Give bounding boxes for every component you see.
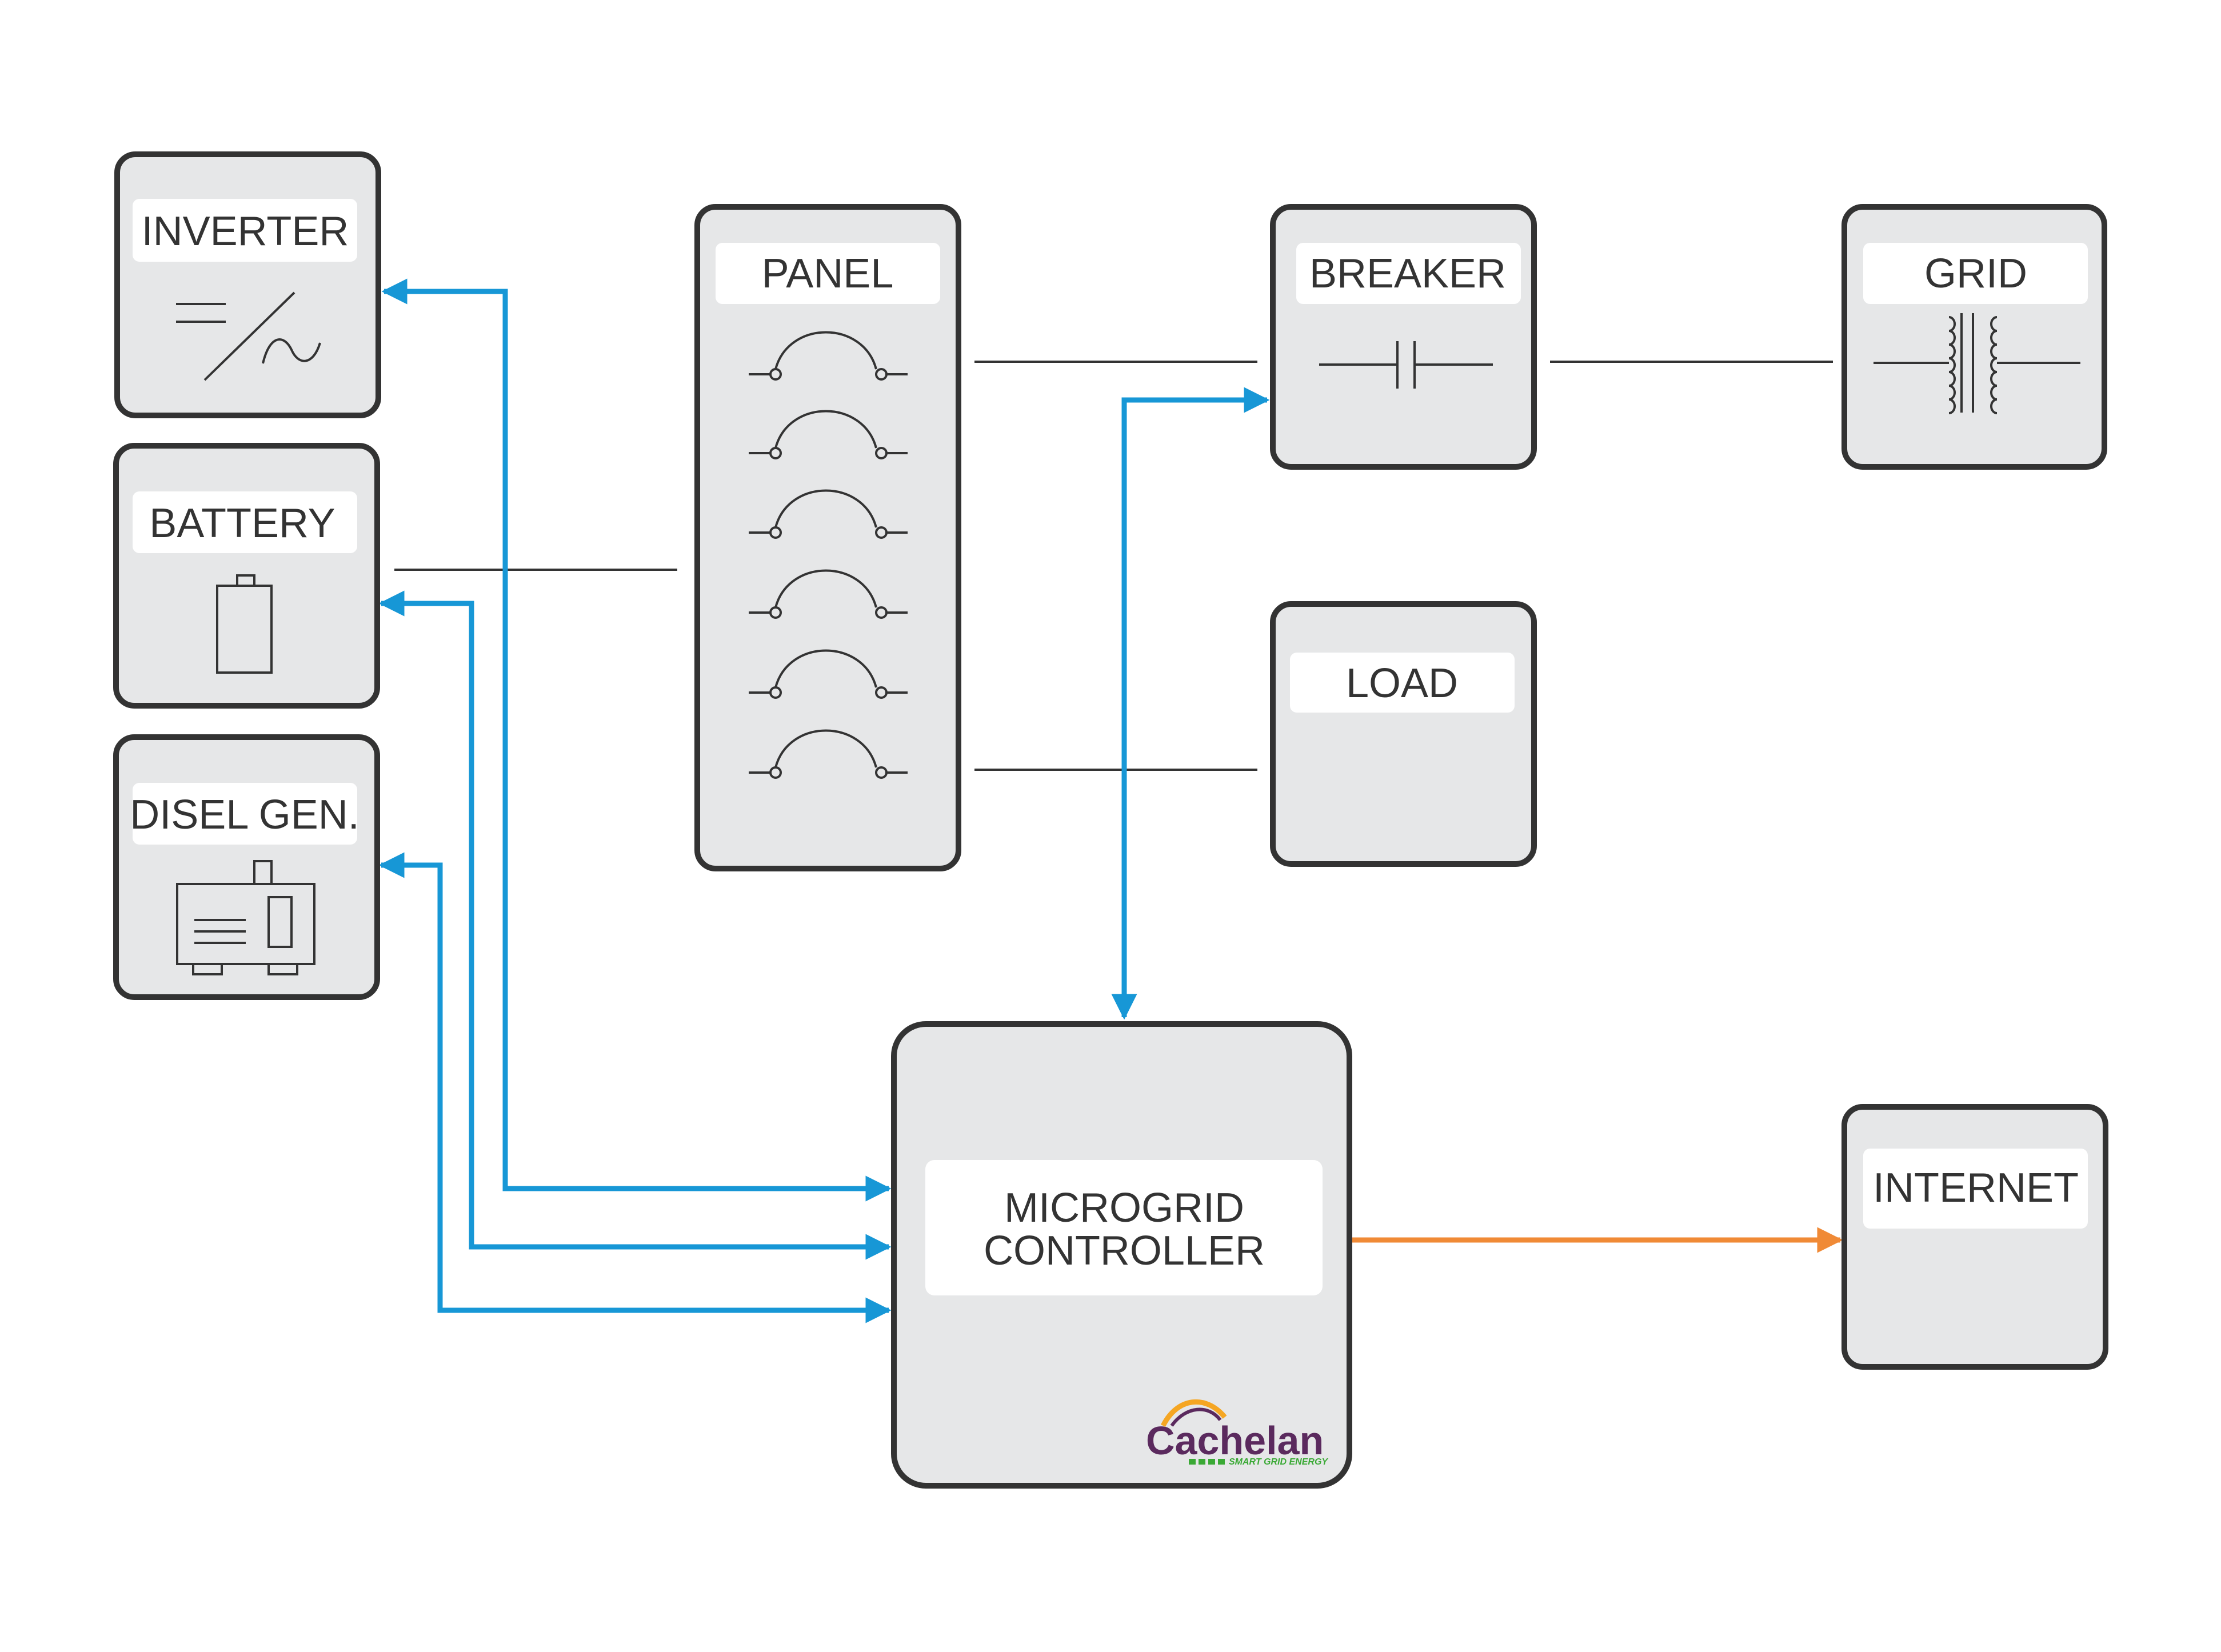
breaker-label: BREAKER xyxy=(1309,251,1506,297)
controller-label-line1: MICROGRID xyxy=(1004,1185,1244,1231)
panel-switch-5 xyxy=(749,649,908,699)
load-label: LOAD xyxy=(1346,661,1458,706)
internet-node: INTERNET xyxy=(1841,1104,2108,1370)
circuit-breaker-switch-icon xyxy=(749,331,908,779)
transformer-icon xyxy=(1874,313,2080,414)
grid-label: GRID xyxy=(1924,251,2027,297)
inverter-label: INVERTER xyxy=(142,209,349,254)
dc-ac-inverter-icon xyxy=(176,291,321,381)
panel-switch-4 xyxy=(749,569,908,619)
generator-icon xyxy=(176,860,315,975)
grid-node: GRID xyxy=(1841,204,2107,470)
breaker-node: BREAKER xyxy=(1270,204,1537,470)
diesel-gen-node: DISEL GEN. xyxy=(113,734,380,1000)
panel-node: PANEL xyxy=(694,204,961,871)
battery-node: BATTERY xyxy=(113,443,380,709)
internet-label: INTERNET xyxy=(1873,1165,2079,1211)
microgrid-controller-node: MICROGRID CONTROLLER Cachelan SMART GRID… xyxy=(891,1021,1352,1489)
logo-tagline: SMART GRID ENERGY xyxy=(1229,1457,1328,1467)
battery-icon xyxy=(216,574,273,674)
controller-label-line2: CONTROLLER xyxy=(984,1228,1265,1274)
load-node: LOAD xyxy=(1270,601,1537,867)
panel-switch-1 xyxy=(749,331,908,381)
battery-label: BATTERY xyxy=(149,501,335,546)
link-controller-diesel-gen xyxy=(378,852,892,1323)
diesel-gen-label: DISEL GEN. xyxy=(130,792,359,838)
logo-name: Cachelan xyxy=(1146,1418,1324,1463)
cachelan-logo: Cachelan SMART GRID ENERGY xyxy=(1146,1399,1328,1467)
capacitor-breaker-icon xyxy=(1319,341,1493,389)
panel-switch-3 xyxy=(749,489,908,539)
panel-switch-2 xyxy=(749,410,908,459)
panel-label: PANEL xyxy=(762,251,894,297)
link-controller-breaker xyxy=(1111,387,1270,1020)
inverter-node: INVERTER xyxy=(114,151,381,418)
panel-switch-6 xyxy=(749,729,908,779)
